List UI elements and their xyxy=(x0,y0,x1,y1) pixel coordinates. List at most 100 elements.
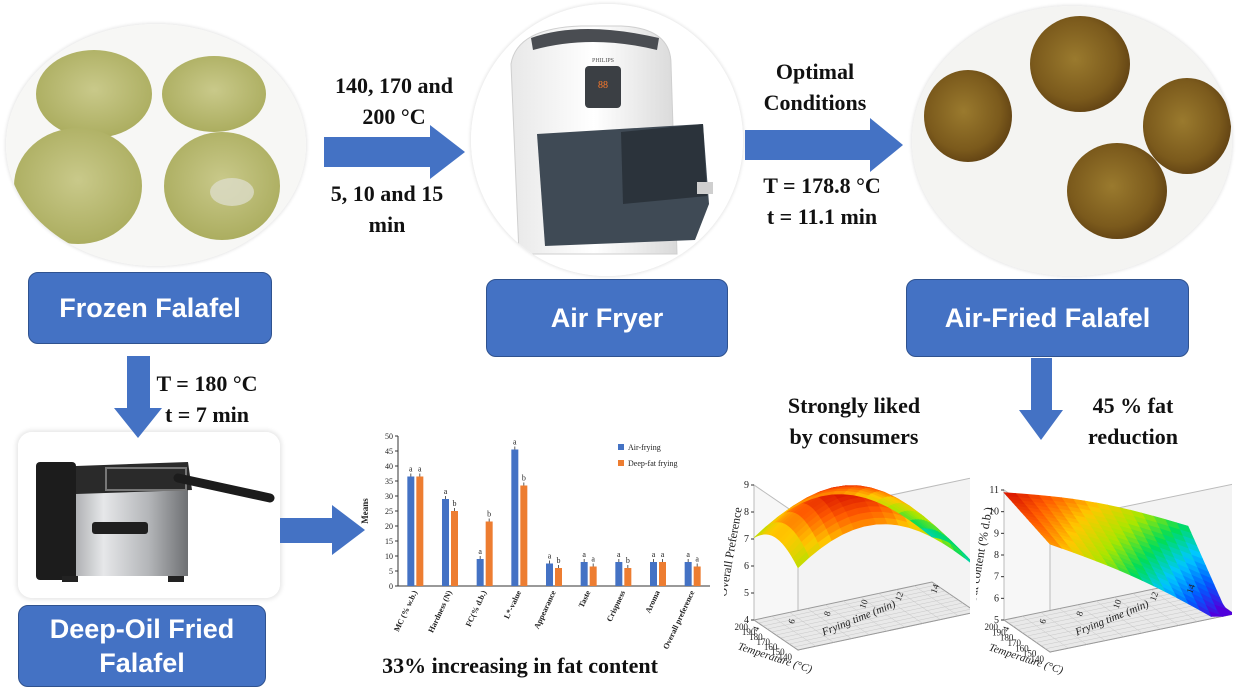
arrow-airfryer-to-airfried xyxy=(745,118,903,172)
optimal-conditions-line1: Optimal xyxy=(775,59,855,84)
surface-floor-grid xyxy=(775,596,955,636)
surface-floor-grid xyxy=(1132,593,1179,626)
surface-x-tick-label: 150 xyxy=(1023,649,1037,659)
surface-floor xyxy=(752,581,970,651)
deep-fry-conditions-label: T = 180 °C t = 7 min xyxy=(144,368,270,430)
surface-y-tick-label: 8 xyxy=(822,609,833,617)
bar-chart-y-tick-label: 15 xyxy=(385,537,393,546)
bar-air-frying xyxy=(650,562,657,586)
bar-chart-category-label: Appearance xyxy=(532,589,558,631)
surface-x-tick-label: 190 xyxy=(992,627,1006,637)
surface-y-tick-label: 12 xyxy=(1148,590,1160,602)
bar-deep-fat-frying xyxy=(693,566,701,586)
surface-z-tick-label: 11 xyxy=(989,485,999,496)
arrow-deepfryer-to-chart xyxy=(280,505,365,555)
surface-floor-grid xyxy=(784,602,963,642)
surface-z-tick-label: 8 xyxy=(744,507,749,518)
surface-z-axis-title: Fat content (% d.b.) xyxy=(976,506,995,603)
surface-z-tick-label: 9 xyxy=(994,528,999,539)
surface-x-tick-label: 150 xyxy=(771,647,785,657)
bar-deep-fat-frying xyxy=(451,511,458,586)
surface-x-tick-label: 140 xyxy=(779,652,793,662)
bar-chart-category-label: Aroma xyxy=(644,589,662,614)
surface-floor-grid xyxy=(1026,597,1212,637)
arrow-frozen-to-deepfryer xyxy=(114,356,162,438)
surface-z-tick-label: 9 xyxy=(744,480,749,491)
bar-significance-letter: a xyxy=(444,487,448,496)
air-fried-falafel-label: Air-Fried Falafel xyxy=(944,303,1151,333)
bar-chart-y-tick-label: 35 xyxy=(385,477,393,486)
temperature-range-line2: 200 °C xyxy=(362,104,426,129)
surface-mesh xyxy=(1003,492,1232,618)
strongly-liked-label: Strongly liked by consumers xyxy=(764,390,944,452)
bar-deep-fat-frying xyxy=(624,568,632,586)
surface-x-tick-label: 170 xyxy=(757,637,771,647)
bar-chart-legend-label: Deep-fat frying xyxy=(628,459,678,468)
bar-significance-letter: a xyxy=(478,547,482,556)
optimal-values-label: T = 178.8 °C t = 11.1 min xyxy=(742,170,902,232)
temperature-range-line1: 140, 170 and xyxy=(335,73,453,98)
surface-y-tick-label: 10 xyxy=(857,598,870,610)
surface-x-tick-label: 140 xyxy=(1031,654,1045,664)
fat-increase-caption: 33% increasing in fat content xyxy=(382,653,658,678)
deep-oil-fried-label-line1: Deep-Oil Fried xyxy=(49,614,235,644)
surface-y-tick-label: 4 xyxy=(750,625,761,633)
surface-floor-grid xyxy=(896,589,941,620)
bar-deep-fat-frying xyxy=(659,562,666,586)
bar-significance-letter: b xyxy=(522,474,526,483)
surface-y-tick-label: 14 xyxy=(928,582,941,594)
bar-chart-y-tick-label: 40 xyxy=(385,462,393,471)
surface-floor-grid xyxy=(1114,596,1161,630)
surface-y-tick-label: 6 xyxy=(1037,617,1048,625)
surface-z-tick-label: 4 xyxy=(744,615,749,626)
bar-significance-letter: a xyxy=(617,550,621,559)
bar-chart-legend-swatch xyxy=(618,460,624,466)
surface-x-tick-label: 160 xyxy=(764,642,778,652)
air-fryer-label: Air Fryer xyxy=(550,303,664,333)
air-fryer-photo: 88 PHILIPS xyxy=(471,4,743,276)
bar-air-frying xyxy=(511,449,519,586)
surface-y-tick-label: 6 xyxy=(786,617,797,625)
optimal-time: t = 11.1 min xyxy=(766,204,878,229)
surface-floor-grid xyxy=(1040,607,1225,646)
bar-chart-legend-label: Air-frying xyxy=(628,443,661,452)
bar-chart-category-label: L*-value xyxy=(502,589,523,621)
strongly-liked-line1: Strongly liked xyxy=(787,393,921,418)
bar-chart-y-axis-title: Means xyxy=(360,498,370,524)
deep-fry-time: t = 7 min xyxy=(164,402,250,427)
surface-mesh xyxy=(753,485,970,569)
optimal-temperature: T = 178.8 °C xyxy=(763,173,881,198)
fryer-brand: PHILIPS xyxy=(592,58,614,64)
deep-oil-fried-box: Deep-Oil Fried Falafel xyxy=(18,605,266,687)
svg-text:88: 88 xyxy=(598,80,608,91)
bar-significance-letter: a xyxy=(513,438,517,447)
surface-y-tick-label: 8 xyxy=(1074,609,1085,617)
bar-significance-letter: a xyxy=(686,550,690,559)
bar-deep-fat-frying xyxy=(416,476,424,586)
surface-y-tick-label: 4 xyxy=(1000,625,1011,633)
bar-chart-y-tick-label: 20 xyxy=(385,522,393,531)
bar-chart-category-label: FC(% d.b.) xyxy=(464,589,489,628)
air-fried-falafel-photo xyxy=(912,6,1232,276)
bar-deep-fat-frying xyxy=(589,566,597,586)
strongly-liked-line2: by consumers xyxy=(789,424,919,449)
surface-floor-grid xyxy=(860,596,905,628)
bar-air-frying xyxy=(476,559,484,586)
deep-oil-fried-label-line2: Falafel xyxy=(99,648,185,678)
frozen-falafel-label: Frozen Falafel xyxy=(59,293,241,323)
time-range-label: 5, 10 and 15 min xyxy=(312,178,462,240)
surface-z-tick-label: 7 xyxy=(994,572,999,583)
air-fried-falafel-box: Air-Fried Falafel xyxy=(906,279,1189,357)
surface-floor-grid xyxy=(878,593,923,624)
surface-x-tick-label: 200 xyxy=(735,622,749,632)
surface-z-tick-label: 6 xyxy=(744,561,749,572)
bar-chart-category-label: MC (% w.b.) xyxy=(392,589,419,633)
temperature-range-label: 140, 170 and 200 °C xyxy=(316,70,472,132)
bar-chart-category-label: Overall preference xyxy=(661,589,696,651)
bar-significance-letter: a xyxy=(591,555,595,564)
surface-x-tick-label: 190 xyxy=(742,627,756,637)
surface-y-tick-label: 14 xyxy=(1184,582,1197,594)
